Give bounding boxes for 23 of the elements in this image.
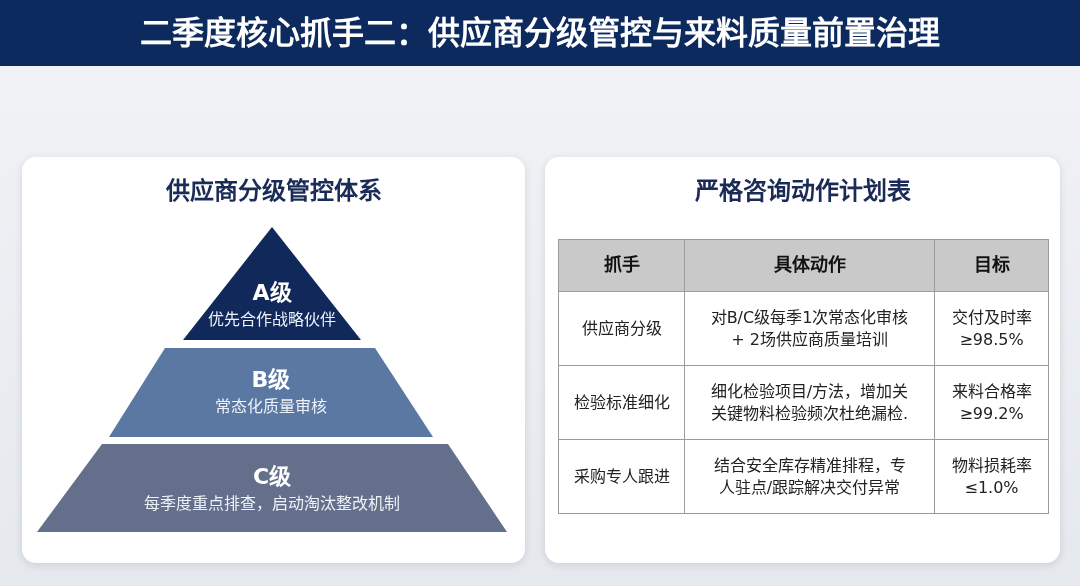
tier-description: 每季度重点排查，启动淘汰整改机制	[144, 494, 400, 514]
table-cell: 来料合格率≥99.2%	[934, 365, 1049, 440]
table-cell: 供应商分级	[558, 291, 685, 366]
tier-description: 常态化质量审核	[215, 397, 327, 417]
header-cell: 目标	[934, 239, 1049, 292]
card-panel	[545, 157, 1060, 563]
table-cell: 细化检验项目/方法，增加关关键物料检验频次杜绝漏检.	[684, 365, 935, 440]
slide-title: 二季度核心抓手二：供应商分级管控与来料质量前置治理	[140, 13, 940, 53]
tier-label: C级	[252, 464, 292, 490]
card-title: 严格咨询动作计划表	[694, 177, 911, 206]
table-cell: 采购专人跟进	[558, 439, 685, 514]
table-cell: 对B/C级每季1次常态化审核 + 2场供应商质量培训	[684, 291, 935, 366]
card-panel	[22, 157, 525, 563]
table-cell: 结合安全库存精准排程，专人驻点/跟踪解决交付异常	[684, 439, 935, 514]
tier-description: 优先合作战略伙伴	[208, 310, 336, 330]
table-cell: 物料损耗率≤1.0%	[934, 439, 1049, 514]
tier-label: A级	[252, 280, 292, 306]
header-cell: 抓手	[558, 239, 685, 292]
header-cell: 具体动作	[684, 239, 935, 292]
tier-label: B级	[251, 367, 291, 393]
table-cell: 检验标准细化	[558, 365, 685, 440]
card-title: 供应商分级管控体系	[165, 177, 382, 206]
table-cell: 交付及时率≥98.5%	[934, 291, 1049, 366]
